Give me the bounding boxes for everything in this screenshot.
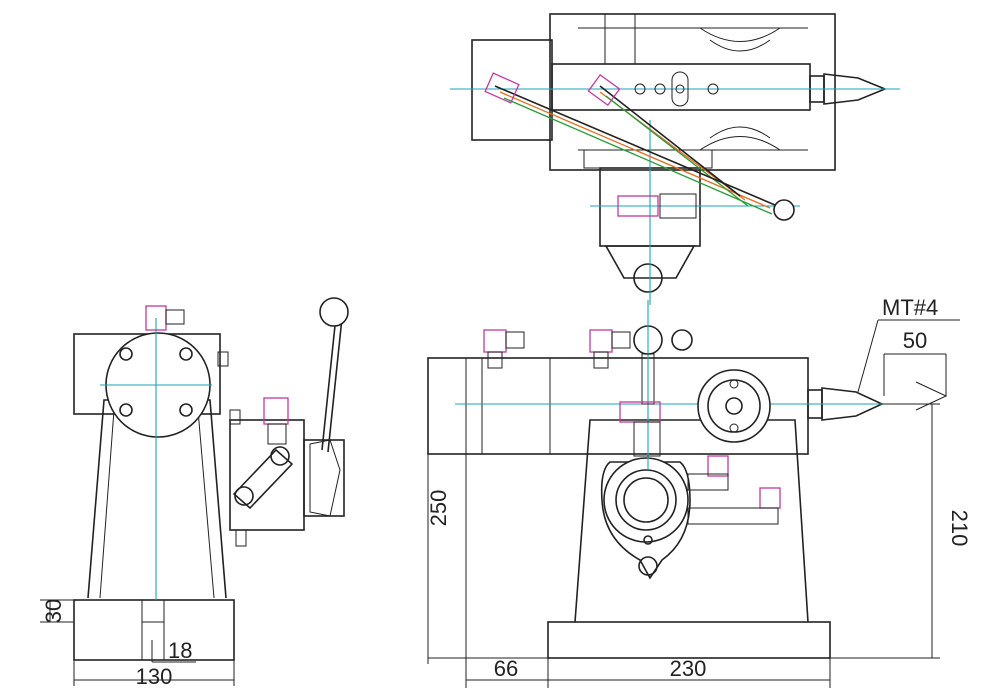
front-view-fitting-right-upper	[707, 455, 729, 477]
front-view-fitting-left	[483, 329, 507, 353]
side-view-slot	[141, 599, 165, 661]
dim-front-height: 250	[426, 490, 451, 527]
side-view	[40, 297, 349, 686]
side-view-eccentric-link	[232, 448, 294, 510]
dim-left-slot: 18	[168, 638, 192, 663]
top-view-main-body	[549, 13, 836, 171]
front-view	[427, 300, 960, 688]
front-view-base	[547, 621, 831, 659]
dim-left-width: 130	[136, 664, 173, 689]
dim-taper-length: 50	[903, 328, 927, 353]
top-view-rear-block	[471, 39, 553, 141]
side-view-lever-knob	[319, 297, 349, 327]
top-view-pivot	[604, 245, 696, 279]
dim-center-height: 210	[947, 510, 972, 547]
front-view-column	[574, 419, 809, 623]
taper-label: MT#4	[882, 295, 938, 320]
front-view-fitting-right-lower	[759, 487, 781, 509]
side-view-clamp-body	[229, 419, 305, 531]
top-view-hose-assembly	[484, 72, 795, 221]
side-view-lever-handle	[321, 315, 337, 451]
front-view-hose-fitting	[619, 401, 661, 423]
side-view-base	[73, 599, 235, 661]
front-view-fitting-mid	[589, 329, 613, 353]
top-view-fitting-2	[587, 73, 621, 107]
dim-front-width: 230	[670, 656, 707, 681]
top-view-live-center	[823, 73, 888, 105]
dim-front-offset: 66	[494, 656, 518, 681]
top-view-fitting-1	[484, 72, 520, 104]
top-view	[450, 13, 900, 305]
front-view-live-center	[821, 387, 884, 421]
dimension-labels: 30 18 130 250 66 230 210 50 MT#4	[41, 295, 972, 689]
dim-left-height: 30	[41, 599, 66, 623]
